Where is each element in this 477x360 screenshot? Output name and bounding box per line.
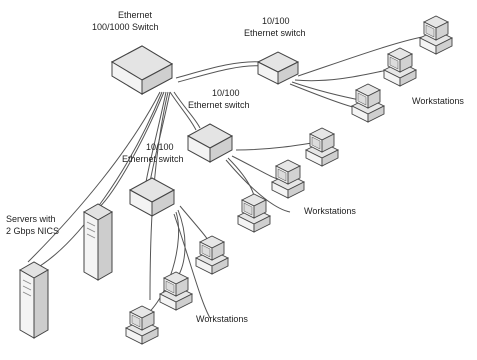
workstation-a3	[351, 83, 385, 123]
workstation-b3	[237, 193, 271, 233]
workstations-b-label: Workstations	[304, 206, 356, 216]
switch-a-label-line2: Ethernet switch	[244, 28, 306, 38]
workstations-a-label: Workstations	[412, 96, 464, 106]
workstation-a1	[419, 15, 453, 55]
core-switch	[110, 45, 174, 95]
server-tower-2	[19, 261, 49, 339]
switch-b-label-line2: Ethernet switch	[188, 100, 250, 110]
workstation-a2	[383, 47, 417, 87]
core-switch-label-line2: 100/1000 Switch	[92, 22, 159, 32]
workstation-c1	[195, 235, 229, 275]
switch-b-label-line1: 10/100	[212, 88, 240, 98]
switch-a-label-line1: 10/100	[262, 16, 290, 26]
switch-c	[128, 177, 176, 217]
switch-c-label-line1: 10/100	[146, 142, 174, 152]
workstation-c2	[159, 271, 193, 311]
servers-label-line2: 2 Gbps NICS	[6, 226, 59, 236]
servers-label-line1: Servers with	[6, 214, 56, 224]
cables	[27, 35, 429, 321]
core-switch-label-line1: Ethernet	[118, 10, 153, 20]
workstation-c3	[125, 305, 159, 345]
switch-c-label-line2: Ethernet switch	[122, 154, 184, 164]
workstation-b1	[305, 127, 339, 167]
switch-b	[186, 123, 234, 163]
switch-a	[256, 51, 300, 85]
workstations-c-label: Workstations	[196, 314, 248, 324]
server-tower-1	[83, 203, 113, 281]
